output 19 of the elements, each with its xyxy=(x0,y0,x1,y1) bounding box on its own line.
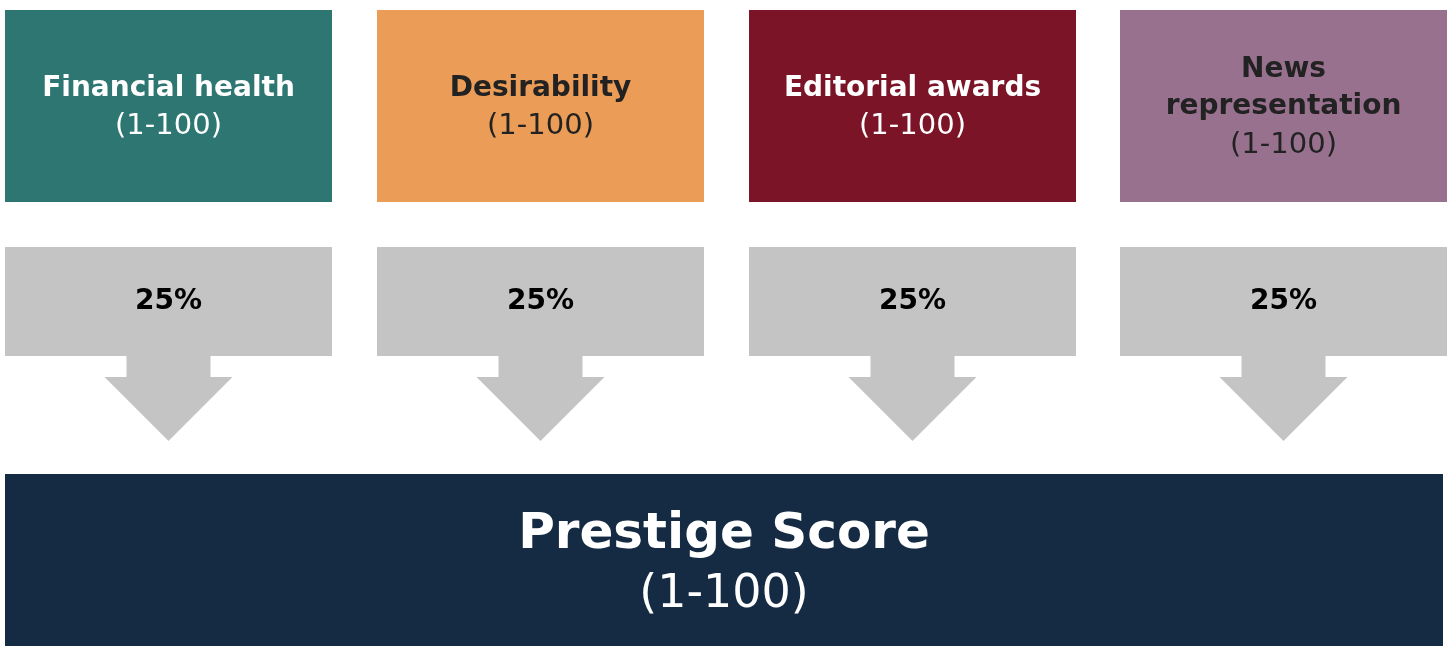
factor-title: Editorial awards xyxy=(783,68,1042,105)
factor-box xyxy=(1120,10,1447,202)
weight-label: 25% xyxy=(1250,282,1317,318)
score-banner xyxy=(5,474,1443,646)
weight-label: 25% xyxy=(879,282,946,318)
score-range: (1-100) xyxy=(487,106,594,144)
factor-box xyxy=(377,10,704,202)
weight-label: 25% xyxy=(507,282,574,318)
score-range: (1-100) xyxy=(859,106,966,144)
factor-box xyxy=(749,10,1076,202)
factor-title: Desirability xyxy=(449,68,632,105)
score-range: (1-100) xyxy=(115,106,222,144)
factor-title: News representation xyxy=(1164,49,1403,124)
factor-box xyxy=(5,10,332,202)
factor-title: Financial health xyxy=(42,68,295,105)
score-range: (1-100) xyxy=(1230,125,1337,163)
factor-title: Prestige Score xyxy=(518,501,930,562)
score-range: (1-100) xyxy=(639,562,809,620)
weight-label: 25% xyxy=(135,282,202,318)
